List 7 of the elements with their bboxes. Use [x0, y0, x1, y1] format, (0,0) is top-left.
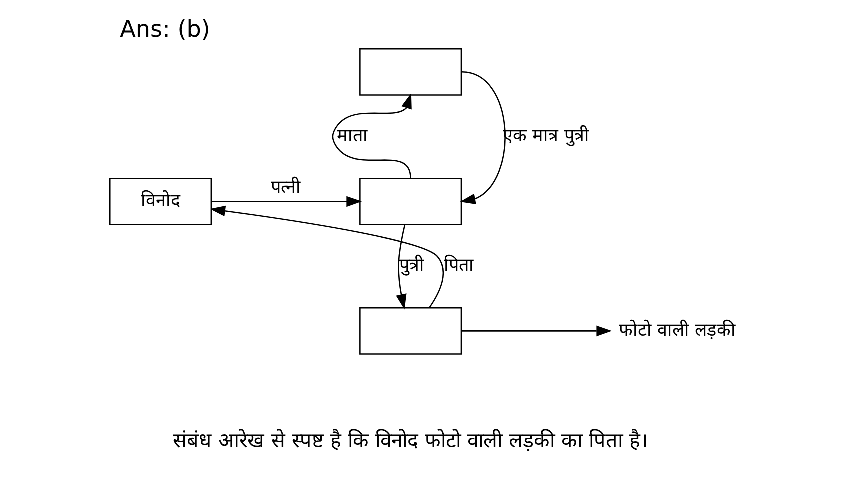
diagram-title: Ans: (b) [120, 16, 210, 43]
caption: संबंध आरेख से स्पष्ट है कि विनोद फोटो वाली लड़की का पिता है। [172, 428, 648, 453]
edge-label: पत्नी [270, 176, 300, 198]
edge-label: पिता [443, 255, 474, 276]
edge-label: पुत्री [399, 255, 424, 276]
edge-label: माता [336, 126, 368, 147]
node-text: फोटो वाली लड़की [618, 320, 736, 341]
